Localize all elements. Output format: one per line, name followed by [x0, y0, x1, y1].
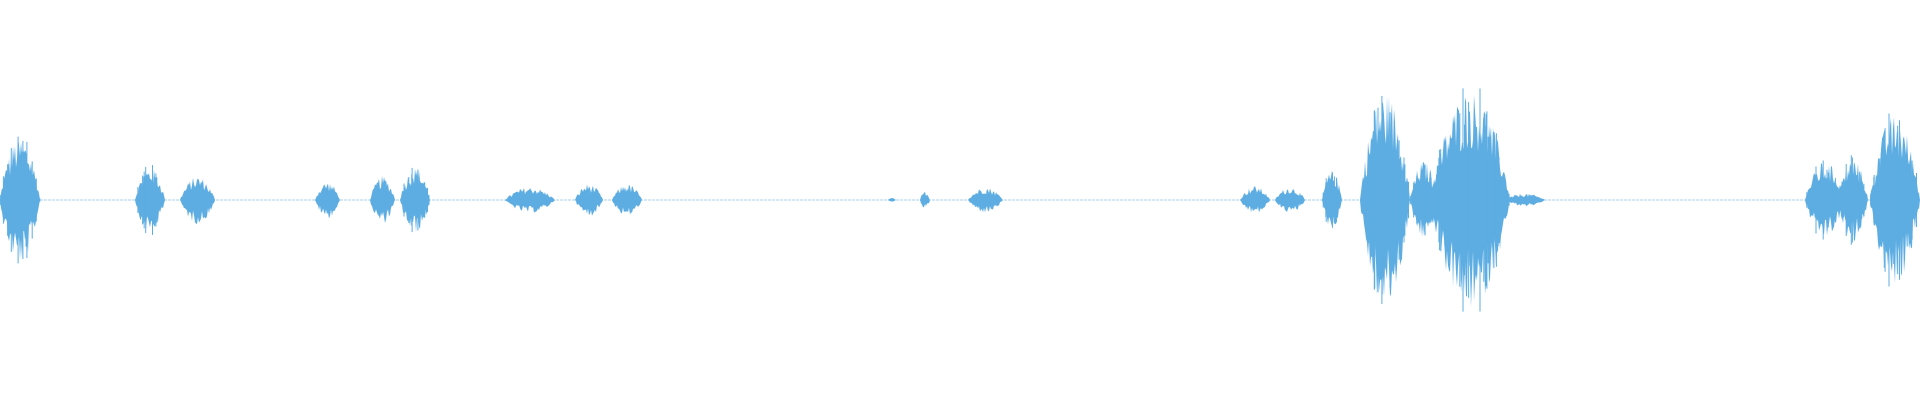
waveform-segment: [505, 188, 555, 213]
waveform-segment: [370, 175, 395, 223]
waveform-segment: [1505, 193, 1545, 206]
waveform-segment: [315, 183, 340, 219]
waveform-segment: [400, 168, 430, 232]
waveform-segment: [1838, 162, 1868, 241]
waveform-segment: [612, 184, 642, 215]
waveform-segment: [920, 191, 930, 208]
waveform-segment: [1240, 186, 1270, 213]
waveform-segment: [888, 198, 896, 202]
waveform-segment: [180, 177, 215, 225]
waveform-segment: [1275, 189, 1305, 213]
waveform-segment: [0, 137, 40, 260]
waveform-segment: [1430, 95, 1510, 307]
waveform-segment: [135, 169, 165, 230]
waveform-segment: [1360, 96, 1410, 297]
waveform-segment: [575, 184, 603, 216]
waveform-segments: [0, 88, 1920, 312]
waveform-segment: [968, 188, 1003, 213]
